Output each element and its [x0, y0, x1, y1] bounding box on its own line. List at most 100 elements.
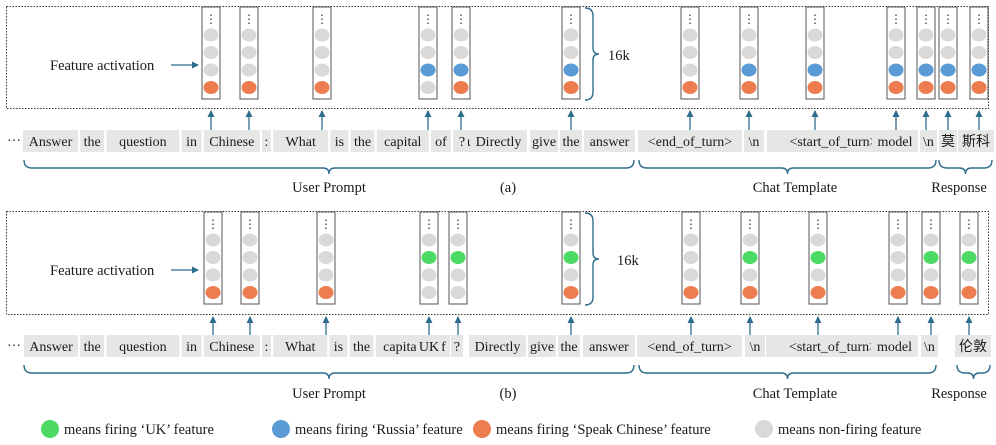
feature-dot-uk	[421, 251, 437, 264]
feature-dot-non-firing	[242, 268, 258, 282]
feature-dot-non-firing	[241, 46, 257, 59]
panel-a: Feature activation⋮⋮⋮⋮⋮⋮⋮⋮⋮⋮⋮⋮⋮16k···Ans…	[6, 6, 994, 196]
token-text: <end_of_turn>	[648, 135, 732, 150]
token-text: the	[84, 135, 101, 150]
token-text: model	[878, 135, 913, 150]
token: question	[106, 335, 180, 357]
token: Answer	[23, 130, 78, 152]
feature-dot-speak-chinese	[923, 286, 939, 299]
token: <start_of_turn>	[766, 335, 900, 357]
feature-dot-non-firing	[890, 233, 906, 247]
token-background	[273, 335, 328, 357]
feature-dot-non-firing	[810, 268, 826, 282]
response-label: Response	[931, 386, 987, 402]
token-background	[470, 130, 527, 152]
legend-item-non-firing: means non-firing feature	[755, 420, 921, 438]
feature-dot-non-firing	[890, 268, 906, 282]
activation-column: ⋮	[201, 6, 221, 130]
vertical-ellipsis: ⋮	[743, 12, 755, 26]
user-prompt-brace	[23, 364, 635, 380]
token-background	[80, 130, 105, 152]
feature-dot-non-firing	[940, 28, 956, 42]
token: 斯科	[958, 130, 994, 152]
token-background	[416, 335, 442, 357]
feature-dot-non-firing	[453, 46, 469, 59]
token: in	[181, 130, 202, 152]
vertical-ellipsis: ⋮	[892, 217, 904, 231]
token-background	[350, 130, 375, 152]
chat-template-label: Chat Template	[753, 386, 838, 402]
token: <end_of_turn>	[638, 130, 742, 152]
token-text: \n	[924, 340, 935, 355]
legend-label: means firing ‘Russia’ feature	[295, 422, 463, 438]
token: question	[106, 130, 180, 152]
vertical-ellipsis: ⋮	[942, 12, 954, 26]
token-text: answer	[589, 340, 629, 355]
vertical-ellipsis: ⋮	[455, 12, 467, 26]
token: is	[330, 130, 349, 152]
activation-column: ⋮	[681, 211, 701, 335]
vertical-ellipsis: ⋮	[920, 12, 932, 26]
legend-item-uk: means firing ‘UK’ feature	[41, 420, 214, 438]
activation-column: ⋮	[418, 6, 438, 130]
legend-label: means firing ‘Speak Chinese’ feature	[496, 422, 711, 438]
token-background	[329, 335, 348, 357]
feature-dot-russia	[971, 63, 987, 77]
token-text: :	[265, 340, 269, 355]
vertical-ellipsis: ⋮	[320, 217, 332, 231]
feature-dot-non-firing	[241, 63, 257, 77]
feature-dot-non-firing	[318, 268, 334, 282]
panel-b: Feature activation⋮⋮⋮⋮⋮⋮⋮⋮⋮⋮⋮⋮16k···Answ…	[6, 211, 991, 402]
legend-label: means non-firing feature	[778, 422, 921, 438]
token: capital	[376, 130, 429, 152]
feature-dot-non-firing	[420, 81, 436, 94]
feature-dot-speak-chinese	[971, 81, 987, 94]
token-background	[273, 130, 329, 152]
token: answer	[583, 335, 635, 357]
activation-column: ⋮	[451, 6, 471, 130]
feature-dot-speak-chinese	[940, 81, 956, 94]
response-brace	[956, 364, 991, 380]
activation-column: ⋮	[938, 6, 958, 130]
token-text: :	[265, 135, 269, 150]
token-text: capital	[383, 340, 420, 355]
token-background	[431, 130, 451, 152]
feature-dot-speak-chinese	[314, 81, 330, 94]
legend-swatch	[755, 420, 773, 438]
token: :	[262, 335, 271, 357]
feature-dot-speak-chinese	[203, 81, 219, 94]
vertical-ellipsis: ⋮	[890, 12, 902, 26]
feature-dot-non-firing	[450, 268, 466, 282]
token: in	[181, 335, 202, 357]
vertical-ellipsis: ⋮	[684, 12, 696, 26]
token-text: question	[119, 340, 166, 355]
token-background	[262, 335, 271, 357]
token-text: is	[334, 340, 343, 355]
feature-dot-speak-chinese	[961, 286, 977, 299]
chat-template-label: Chat Template	[753, 180, 838, 196]
feature-count-brace	[584, 212, 600, 306]
token-text: in	[186, 135, 197, 150]
feature-dot-speak-chinese	[682, 81, 698, 94]
feature-dot-russia	[741, 63, 757, 77]
token-background	[375, 335, 428, 357]
token-text: 莫	[941, 134, 955, 150]
token: ?	[456, 130, 468, 152]
legend-item-speak-chinese: means firing ‘Speak Chinese’ feature	[473, 420, 711, 438]
token-text: answer	[590, 135, 630, 150]
token-background	[955, 335, 991, 357]
feature-dot-non-firing	[318, 251, 334, 264]
token: <end_of_turn>	[637, 335, 742, 357]
feature-dot-non-firing	[314, 46, 330, 59]
feature-dot-non-firing	[683, 268, 699, 282]
token: Chinese	[203, 335, 260, 357]
vertical-ellipsis: ⋮	[565, 12, 577, 26]
feature-dot-non-firing	[742, 233, 758, 247]
feature-dot-speak-chinese	[741, 81, 757, 94]
token-text: ?	[454, 340, 460, 355]
activation-column: ⋮	[808, 211, 828, 335]
activation-column: ⋮	[959, 211, 979, 335]
activation-column: ⋮	[805, 6, 825, 130]
activation-column: ⋮	[419, 211, 439, 335]
token: the	[80, 130, 105, 152]
